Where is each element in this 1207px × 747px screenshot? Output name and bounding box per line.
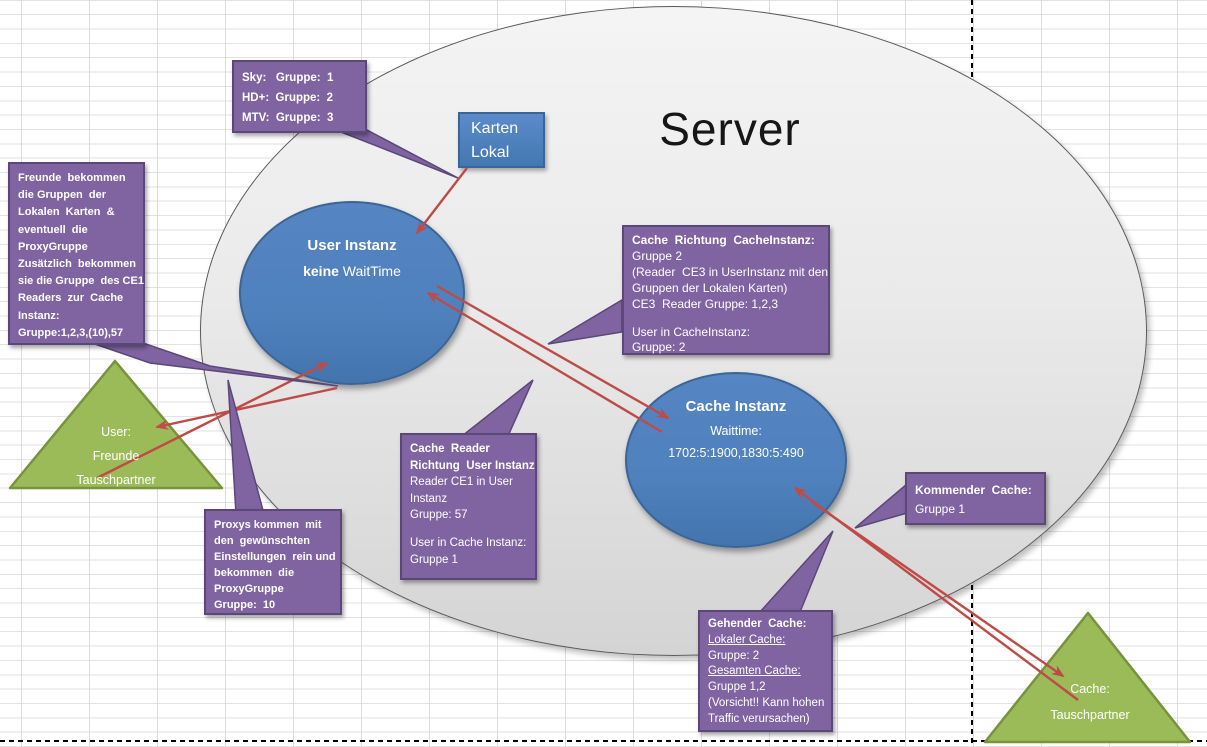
callout-line: sie die Gruppe des CE1 bbox=[18, 275, 144, 288]
callout-line: die Gruppen der bbox=[18, 189, 107, 202]
callout-line: Zusätzlich bekommen bbox=[18, 258, 136, 271]
callout-line: ProxyGruppe bbox=[18, 240, 88, 253]
callout-line: eventuell die bbox=[18, 223, 88, 236]
callout-line: Gruppe 1 bbox=[410, 554, 458, 567]
karten-lokal-line2: Lokal bbox=[471, 144, 510, 161]
callout-line: Gruppe 2 bbox=[632, 248, 683, 263]
callout-line: Traffic verursachen) bbox=[708, 712, 810, 725]
freunde-callout[interactable]: Freunde bekommen die Gruppen der Lokalen… bbox=[8, 162, 145, 345]
callout-line: Sky: Gruppe: 1 bbox=[242, 72, 334, 84]
user-instanz-title: User Instanz bbox=[307, 237, 397, 254]
user-triangle-line: Freunde bbox=[92, 449, 140, 463]
callout-line: Gruppe: 2 bbox=[708, 649, 760, 662]
cache-triangle-line: Cache: bbox=[1070, 682, 1110, 696]
cache-richtung-callout-tail bbox=[547, 298, 623, 345]
callout-line: ProxyGruppe bbox=[214, 583, 284, 595]
cache-reader-callout[interactable]: Cache Reader Richtung User Instanz Reade… bbox=[400, 433, 537, 580]
callout-line: User in CacheInstanz: bbox=[632, 324, 751, 339]
callout-line: CE3 Reader Gruppe: 1,2,3 bbox=[632, 296, 779, 311]
cache-richtung-callout[interactable]: Cache Richtung CacheInstanz: Gruppe 2 (R… bbox=[622, 225, 830, 355]
server-label: Server bbox=[659, 103, 801, 155]
arrow-cacheinstanz-to-userinstanz bbox=[426, 291, 663, 434]
gehender-callout-tail bbox=[758, 530, 834, 613]
callout-line: Gruppe 1 bbox=[915, 502, 966, 516]
user-triangle-line: Tauschpartner bbox=[76, 473, 156, 487]
callout-line: Cache Reader bbox=[410, 443, 490, 455]
callout-line: Gruppe 1,2 bbox=[708, 681, 766, 694]
callout-line: (Vorsicht!! Kann hohen bbox=[708, 696, 825, 709]
callout-line: Gruppen der Lokalen Karten) bbox=[632, 280, 788, 295]
callout-line: HD+: Gruppe: 2 bbox=[242, 92, 334, 104]
cache-instanz-title: Cache Instanz bbox=[685, 398, 787, 415]
user-instanz-subtitle: keine WaitTime bbox=[241, 259, 463, 283]
callout-line: Reader CE1 in User bbox=[410, 476, 513, 489]
user-triangle-label: User: Freunde Tauschpartner bbox=[10, 420, 222, 492]
callout-line: User in Cache Instanz: bbox=[410, 537, 527, 550]
callout-line: Gehender Cache: bbox=[708, 618, 807, 630]
callout-line: Gruppe: 10 bbox=[214, 599, 276, 611]
proxys-callout[interactable]: Proxys kommen mit den gewünschten Einste… bbox=[204, 509, 342, 615]
callout-line: Instanz: bbox=[18, 309, 60, 322]
callout-line: bekommen die bbox=[214, 567, 295, 579]
callout-line: MTV: Gruppe: 3 bbox=[242, 112, 334, 124]
callout-line bbox=[632, 313, 820, 325]
cache-instanz-ellipse[interactable]: Cache Instanz Waittime: 1702:5:1900,1830… bbox=[625, 372, 847, 548]
cache-reader-callout-tail bbox=[459, 379, 534, 437]
kommender-callout-tail bbox=[854, 482, 908, 529]
callout-line: Proxys kommen mit bbox=[214, 519, 322, 531]
callout-line: den gewünschten bbox=[214, 535, 310, 547]
gehender-cache-callout[interactable]: Gehender Cache: Lokaler Cache: Gruppe: 2… bbox=[698, 610, 833, 732]
user-triangle-line: User: bbox=[101, 425, 131, 439]
callout-line: Lokaler Cache: bbox=[708, 633, 786, 646]
callout-line: Cache Richtung CacheInstanz: bbox=[632, 233, 815, 247]
arrow-userinstanz-to-cacheinstanz bbox=[436, 284, 670, 420]
cache-triangle-line: Tauschpartner bbox=[1050, 708, 1130, 722]
karten-lokal-box[interactable]: Karten Lokal bbox=[458, 112, 545, 168]
proxys-callout-tail bbox=[227, 379, 265, 515]
callout-line bbox=[410, 524, 527, 536]
user-instanz-sub-regular: WaitTime bbox=[338, 263, 401, 279]
page-break-horizontal-line bbox=[0, 740, 1207, 742]
cache-instanz-waittime-label: Waittime: bbox=[710, 424, 762, 438]
cache-tauschpartner-triangle[interactable] bbox=[983, 611, 1192, 744]
callout-line: Gesamten Cache: bbox=[708, 665, 801, 678]
callout-line: Gruppe: 2 bbox=[632, 340, 686, 355]
sky-callout-tail bbox=[335, 129, 459, 179]
callout-line: Freunde bekommen bbox=[18, 172, 126, 184]
sky-groups-callout[interactable]: Sky: Gruppe: 1 HD+: Gruppe: 2 MTV: Grupp… bbox=[232, 60, 367, 133]
cache-instanz-waittime-value: 1702:5:1900,1830:5:490 bbox=[668, 446, 804, 460]
callout-line: Gruppe:1,2,3,(10),57 bbox=[18, 326, 124, 339]
cache-triangle-label: Cache: Tauschpartner bbox=[988, 676, 1192, 728]
callout-line: Einstellungen rein und bbox=[214, 551, 336, 563]
arrow-karten-to-userinstanz bbox=[415, 167, 468, 235]
callout-line: Readers zur Cache bbox=[18, 292, 124, 305]
callout-line: Gruppe: 57 bbox=[410, 509, 468, 522]
callout-line: Instanz bbox=[410, 492, 448, 505]
callout-line: Lokalen Karten & bbox=[18, 206, 115, 219]
callout-line: Richtung User Instanz bbox=[410, 459, 535, 472]
user-instanz-sub-bold: keine bbox=[303, 263, 339, 279]
arrow-userinstanz-to-triangle bbox=[155, 386, 338, 430]
arrow-cacheinstanz-to-tauschpartner bbox=[811, 501, 1065, 678]
callout-line: (Reader CE3 in UserInstanz mit den bbox=[632, 264, 829, 279]
callout-line: Kommender Cache: bbox=[915, 483, 1032, 497]
kommender-cache-callout[interactable]: Kommender Cache: Gruppe 1 bbox=[905, 472, 1046, 525]
karten-lokal-line1: Karten bbox=[471, 120, 519, 137]
arrow-triangle-to-userinstanz bbox=[96, 361, 329, 480]
